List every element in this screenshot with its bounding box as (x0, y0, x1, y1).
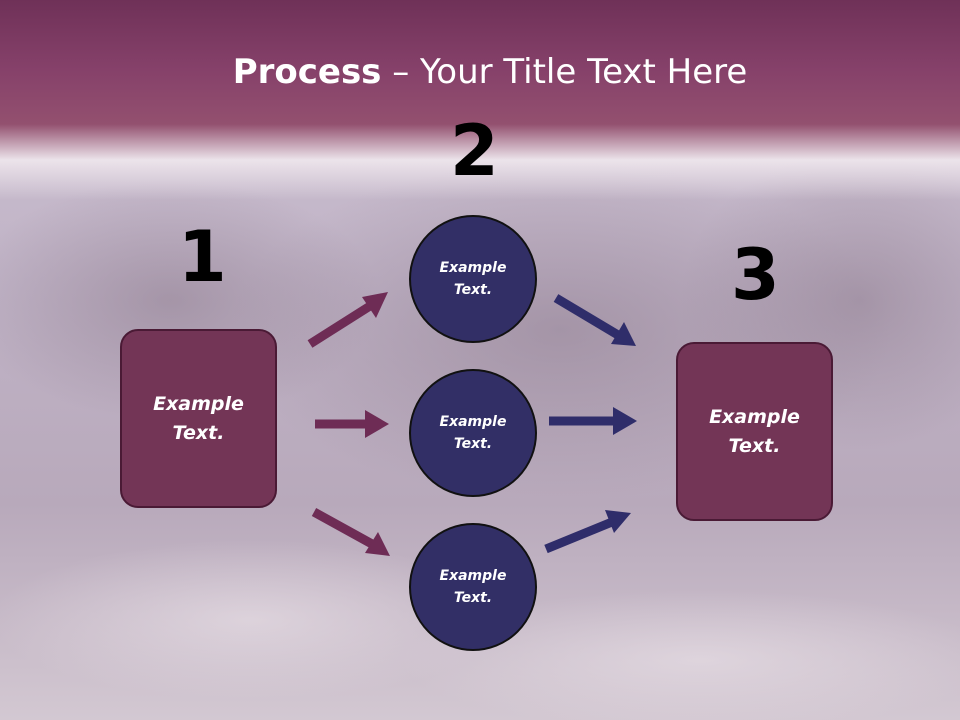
start-box-label: Example Text. (153, 393, 244, 444)
circle-label: Example Text. (439, 413, 507, 452)
arrow-to-center (315, 410, 389, 438)
step-number-1: 1 (178, 216, 227, 298)
start-box: Example Text. (120, 329, 277, 508)
header-band (0, 0, 960, 200)
middle-circle-bottom: Example Text. (409, 523, 537, 651)
step-number-2: 2 (450, 110, 499, 192)
title-rest: – Your Title Text Here (381, 52, 748, 92)
circle-label: Example Text. (439, 567, 507, 606)
arrow-to-top (307, 292, 388, 348)
arrow-from-center (549, 407, 637, 435)
middle-circle-top: Example Text. (409, 215, 537, 343)
arrow-from-top (553, 294, 636, 346)
title-bold: Process (232, 52, 382, 92)
slide-title: Process – Your Title Text Here (0, 52, 960, 92)
step-number-3: 3 (731, 234, 780, 316)
arrow-to-bottom (311, 508, 390, 556)
arrow-from-bottom (544, 510, 631, 554)
middle-circle-center: Example Text. (409, 369, 537, 497)
end-box-label: Example Text. (709, 406, 800, 457)
circle-label: Example Text. (439, 259, 507, 298)
end-box: Example Text. (676, 342, 833, 521)
